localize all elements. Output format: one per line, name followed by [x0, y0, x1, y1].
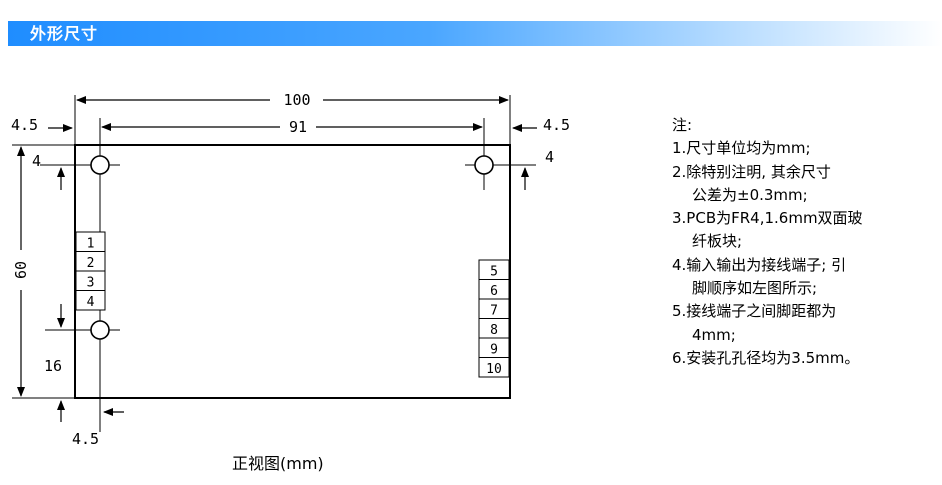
note-line: 4mm; — [692, 325, 736, 344]
mounting-hole-top-right — [474, 155, 494, 175]
terminal-number: 6 — [490, 284, 498, 299]
section-title: 外形尺寸 — [30, 24, 99, 43]
terminal-block-right: 5 6 7 8 9 10 — [478, 259, 510, 378]
dim-edge-left-label: 4.5 — [11, 116, 38, 134]
section-title-bar: 外形尺寸 — [8, 21, 942, 46]
note-line: 4.输入输出为接线端子; 引 — [672, 255, 847, 274]
mounting-hole-top-left — [90, 155, 110, 175]
note-line: 1.尺寸单位均为mm; — [672, 139, 811, 158]
dim-top-left-label: 4 — [32, 152, 41, 170]
dim-top-right-label: 4 — [545, 148, 554, 166]
terminal-number: 2 — [87, 256, 95, 271]
dim-edge-right-label: 4.5 — [543, 116, 570, 134]
terminal-number: 10 — [486, 362, 502, 377]
dim-bottom-left-label: 4.5 — [72, 430, 99, 448]
drawing-caption: 正视图(mm) — [232, 454, 324, 473]
terminal-number: 5 — [490, 265, 498, 280]
note-line: 脚顺序如左图所示; — [692, 279, 818, 298]
terminal-cell — [478, 357, 510, 378]
terminal-number: 9 — [490, 343, 498, 358]
dim-60-label: 60 — [12, 261, 30, 279]
terminal-number: 1 — [87, 237, 95, 252]
terminal-number: 7 — [490, 304, 498, 319]
terminal-number: 8 — [490, 323, 498, 338]
note-line: 纤板块; — [692, 232, 743, 251]
terminal-number: 3 — [87, 276, 95, 291]
note-line: 6.安装孔孔径均为3.5mm。 — [672, 348, 860, 367]
note-line: 2.除特别注明, 其余尺寸 — [672, 162, 831, 181]
dim-100-label: 100 — [283, 91, 310, 109]
terminal-number: 4 — [87, 295, 95, 310]
terminal-block-left: 1 2 3 4 — [75, 231, 106, 311]
mounting-hole-bottom-left — [90, 320, 110, 340]
note-line: 公差为±0.3mm; — [692, 185, 808, 204]
notes-panel: 注: 1.尺寸单位均为mm; 2.除特别注明, 其余尺寸 公差为±0.3mm; … — [672, 114, 932, 370]
notes-heading: 注: — [672, 116, 693, 134]
dim-91-label: 91 — [289, 118, 307, 136]
dim-16-label: 16 — [44, 357, 62, 375]
note-line: 3.PCB为FR4,1.6mm双面玻 — [672, 209, 863, 228]
note-line: 5.接线端子之间脚距都为 — [672, 302, 837, 321]
terminal-cell — [75, 290, 106, 311]
pcb-outline — [74, 144, 511, 399]
